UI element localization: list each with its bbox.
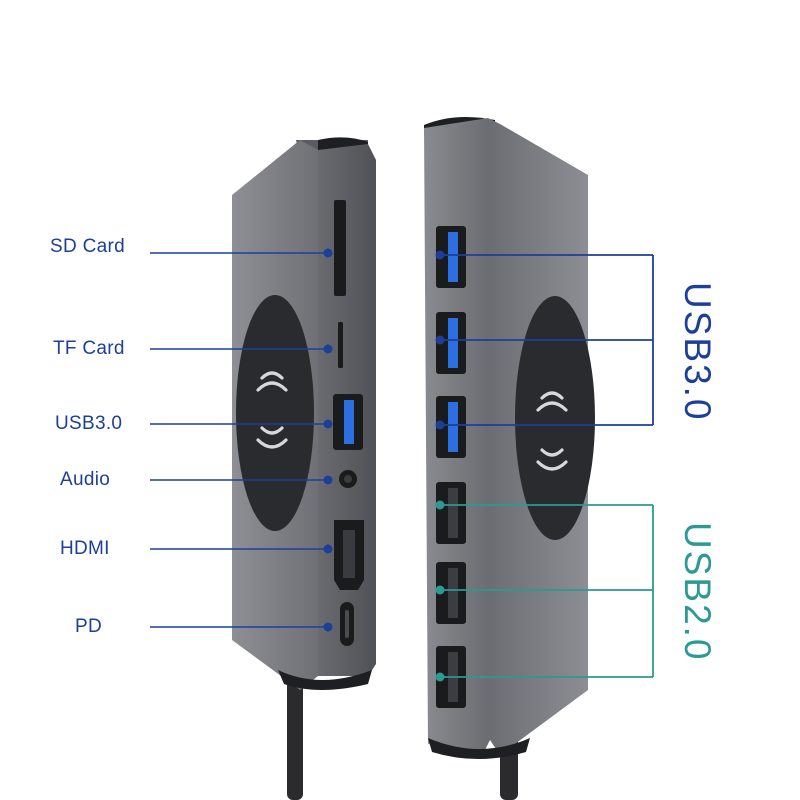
sd-card-slot[interactable]	[334, 200, 346, 296]
right-usb3-port-1[interactable]	[436, 226, 466, 288]
right-hub	[424, 116, 595, 800]
group-label-usb3: USB3.0	[677, 282, 718, 422]
right-hub-bottom-shadow	[428, 738, 530, 759]
right-charging-pad	[515, 296, 595, 540]
label-audio: Audio	[60, 469, 111, 490]
usb3-bracket	[435, 250, 654, 430]
right-usb2-port-2[interactable]	[436, 562, 466, 624]
label-usb30: USB3.0	[55, 413, 123, 434]
group-label-usb2: USB2.0	[677, 522, 718, 662]
right-usb2-port-1[interactable]	[436, 482, 466, 544]
wireless-charging-icon	[256, 371, 288, 449]
label-hdmi: HDMI	[60, 538, 110, 559]
right-usb3-port-3[interactable]	[436, 396, 466, 458]
left-cable	[287, 660, 303, 800]
label-pd: PD	[75, 616, 102, 637]
wireless-charging-icon	[536, 391, 568, 471]
label-tf-card: TF Card	[53, 338, 125, 359]
right-usb3-port-2[interactable]	[436, 312, 466, 374]
left-callouts	[150, 248, 333, 632]
usb2-bracket	[435, 500, 654, 682]
tf-card-slot[interactable]	[338, 322, 343, 368]
left-hub	[232, 137, 376, 800]
label-sd-card: SD Card	[50, 236, 125, 257]
left-charging-pad	[236, 295, 314, 531]
left-hub-bottom-shadow	[278, 670, 372, 690]
